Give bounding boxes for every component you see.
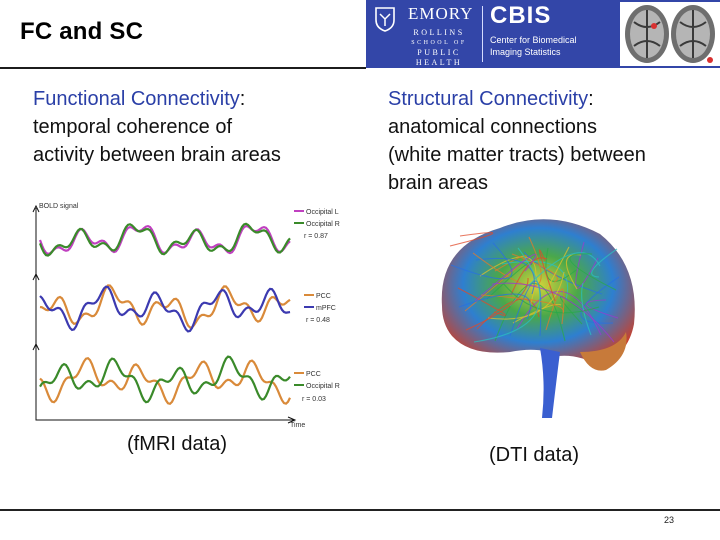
legend-panel-2: PCC mPFC r = 0.48 (304, 293, 336, 324)
legend-2a: PCC (316, 293, 331, 300)
bold-trace-3-2 (39, 355, 291, 404)
wave-layer (38, 222, 291, 406)
fiber-stroke (450, 242, 513, 280)
fiber-stroke (502, 282, 600, 314)
structural-line2: anatomical connections (388, 116, 598, 138)
fiber-stroke (474, 253, 537, 302)
school-of-line: SCHOOL OF (411, 40, 467, 46)
functional-line2: temporal coherence of (33, 116, 233, 138)
r-value-2: r = 0.48 (306, 317, 330, 324)
fiber-stroke (449, 232, 494, 247)
health-line: HEALTH (415, 58, 463, 67)
cbis-wordmark: CBIS (490, 2, 552, 29)
fiber-stroke (512, 303, 562, 324)
fiber-stroke (473, 247, 541, 343)
bold-trace-2-2 (39, 285, 291, 333)
rollins-line: ROLLINS (413, 28, 465, 37)
structural-connectivity-definition: Structural Connectivity: anatomical conn… (388, 85, 708, 197)
slide-title: FC and SC (20, 18, 144, 45)
legend-1a: Occipital L (306, 209, 339, 216)
fiber-stroke (509, 280, 542, 337)
header-rule (0, 67, 366, 69)
functional-heading-colon: : (239, 88, 246, 110)
fiber-stroke (546, 246, 570, 290)
fiber-stroke (457, 287, 507, 317)
fiber-stroke (538, 249, 556, 302)
fiber-stroke (511, 253, 559, 283)
bold-trace-3-1 (39, 356, 291, 406)
rollins-school-label: ROLLINS SCHOOL OF PUBLIC HEALTH (410, 28, 468, 68)
fmri-caption: (fMRI data) (127, 433, 228, 455)
r-value-3: r = 0.03 (302, 396, 326, 403)
footer-rule (0, 509, 720, 511)
fiber-stroke (458, 293, 531, 320)
fiber-stroke (465, 277, 529, 331)
fiber-stroke (491, 282, 615, 343)
legend-2b: mPFC (316, 305, 336, 312)
legend-panel-1: Occipital L Occipital R r = 0.87 (294, 209, 340, 240)
emory-shield-icon (375, 7, 395, 32)
legend-3b: Occipital R (306, 383, 340, 390)
bold-timeseries-figure: BOLD signal Time Occipital L Occipital R… (32, 203, 340, 429)
structural-line3: (white matter tracts) between (388, 144, 646, 166)
functional-heading: Functional Connectivity (33, 88, 240, 110)
fiber-layer (449, 232, 620, 343)
slide-header: FC and SC EMORY ROLLINS SCHOOL OF PUBLIC… (0, 0, 720, 69)
y-axis-label: BOLD signal (39, 203, 79, 210)
fiber-stroke (569, 253, 617, 291)
structural-heading-colon: : (588, 88, 594, 110)
r-value-1: r = 0.87 (304, 233, 328, 240)
bold-trace-1-2 (38, 222, 291, 257)
fiber-stroke (487, 271, 565, 320)
brain-slices-icon (620, 2, 720, 66)
legend-1b: Occipital R (306, 221, 340, 228)
cbis-subtitle-line2: Imaging Statistics (490, 47, 561, 57)
fiber-stroke (580, 276, 620, 324)
dti-caption: (DTI data) (489, 444, 580, 466)
functional-connectivity-definition: Functional Connectivity: temporal cohere… (33, 85, 363, 169)
fiber-stroke (479, 256, 537, 307)
public-line: PUBLIC (417, 48, 461, 57)
fiber-stroke (581, 282, 592, 336)
panel-axes (32, 204, 297, 424)
fiber-stroke (586, 299, 619, 319)
legend-panel-3: PCC Occipital R r = 0.03 (294, 371, 340, 403)
cbis-subtitle: Center for Biomedical Imaging Statistics (490, 34, 577, 58)
structural-heading: Structural Connectivity (388, 88, 589, 110)
dti-tractography-icon (441, 219, 635, 418)
emory-wordmark: EMORY (408, 4, 474, 23)
institution-banner: EMORY ROLLINS SCHOOL OF PUBLIC HEALTH CB… (366, 0, 720, 68)
functional-line3: activity between brain areas (33, 144, 281, 166)
structural-line4: brain areas (388, 172, 489, 194)
cbis-subtitle-line1: Center for Biomedical (490, 35, 577, 45)
fiber-stroke (591, 248, 618, 278)
legend-3a: PCC (306, 371, 321, 378)
fiber-stroke (501, 260, 569, 301)
page-number: 23 (664, 515, 675, 525)
x-axis-label: Time (290, 422, 305, 429)
banner-divider (482, 6, 483, 62)
